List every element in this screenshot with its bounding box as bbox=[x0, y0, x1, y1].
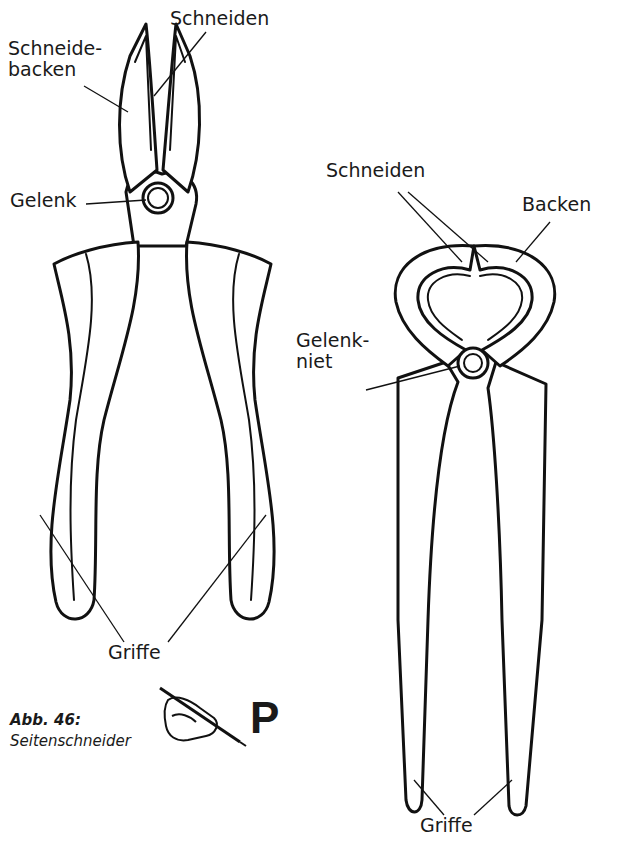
joint bbox=[143, 183, 173, 213]
pen-hand-icon bbox=[160, 688, 246, 746]
part-label: Gelenk bbox=[10, 190, 76, 211]
cutter-handle-left bbox=[51, 242, 139, 619]
part-label: Schneiden bbox=[326, 160, 425, 181]
part-label: Griffe bbox=[108, 642, 161, 663]
nipper-handle-left bbox=[398, 362, 458, 812]
nipper-jaw-left bbox=[395, 246, 474, 366]
part-label: Schneide- backen bbox=[8, 38, 108, 80]
rivet bbox=[458, 348, 488, 378]
nipper-jaw-right bbox=[474, 246, 555, 366]
part-label: Gelenk- niet bbox=[296, 330, 368, 372]
part-label: Griffe bbox=[420, 815, 473, 836]
part-label: Schneiden bbox=[170, 8, 269, 29]
cutter-jaw-left bbox=[120, 24, 158, 192]
symbol-letter: P bbox=[250, 694, 279, 742]
cutter-handle-right bbox=[186, 242, 274, 619]
figure-caption: Seitenschneider bbox=[10, 733, 131, 750]
leader-lines bbox=[40, 32, 550, 815]
nipper-handle-right bbox=[488, 362, 546, 815]
part-label: Backen bbox=[522, 194, 591, 215]
figure-number: Abb. 46: bbox=[10, 712, 81, 729]
cutter-jaw-right bbox=[163, 24, 200, 192]
